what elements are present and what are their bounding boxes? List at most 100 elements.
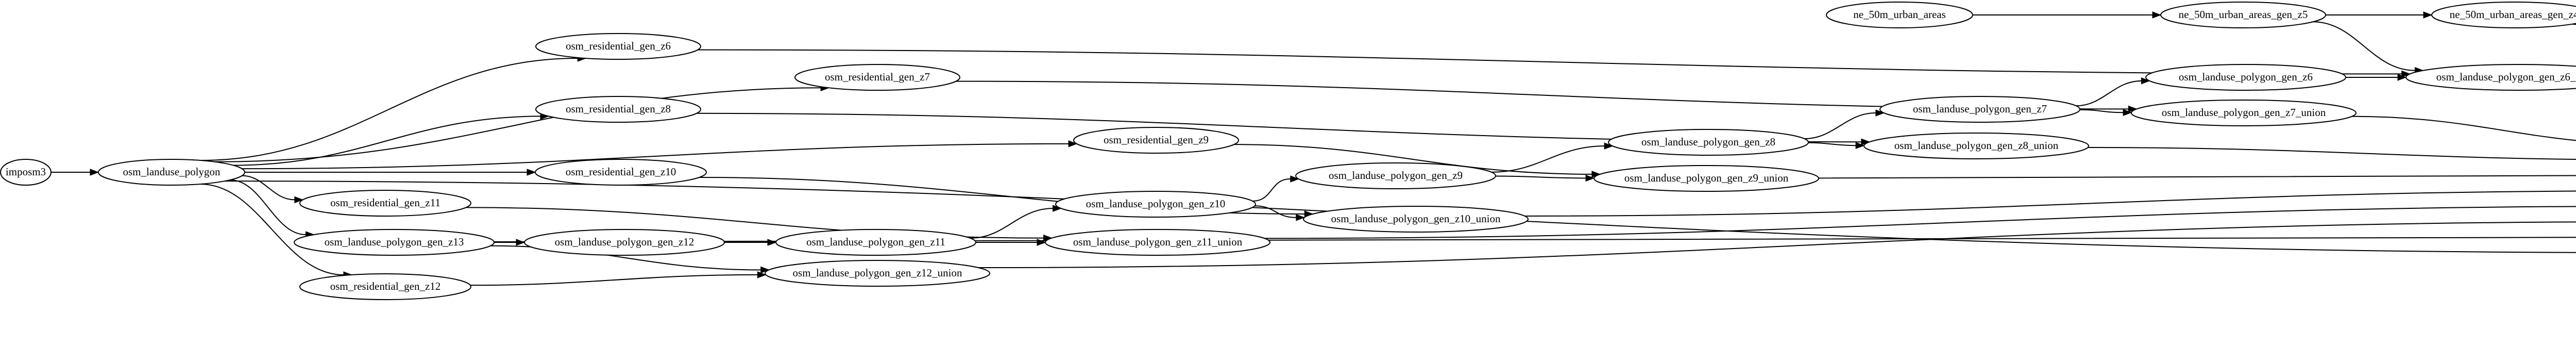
node-label-osm_landuse_polygon_gen_z10: osm_landuse_polygon_gen_z10 xyxy=(1086,198,1226,210)
node-shape-osm_landuse_polygon_gen_z8 xyxy=(1608,129,1809,156)
edge-arrowhead xyxy=(2401,70,2411,78)
node-shape-osm_landuse_polygon_gen_z9_union xyxy=(1594,165,1819,192)
edge-arrowhead xyxy=(516,239,526,246)
edge-osm_landuse_polygon_gen_z7-to-osm_landuse_polygon_gen_z6 xyxy=(2076,80,2142,107)
node-label-osm_landuse_polygon_gen_z11: osm_landuse_polygon_gen_z11 xyxy=(806,236,945,248)
edge-osm_landuse_polygon_gen_z11_union-to-layer_landuse.z11 xyxy=(1264,206,2576,239)
node-label-osm_landuse_polygon_gen_z9_union: osm_landuse_polygon_gen_z9_union xyxy=(1624,172,1789,184)
edge-arrowhead xyxy=(1296,214,1306,221)
node-label-osm_landuse_polygon_gen_z9: osm_landuse_polygon_gen_z9 xyxy=(1329,169,1463,182)
node-osm_residential_gen_z10[interactable]: osm_residential_gen_z10 xyxy=(535,159,707,186)
node-shape-osm_landuse_polygon xyxy=(98,159,245,186)
edge-ne_50m_urban_areas_gen_z5-to-osm_landuse_polygon_gen_z6_union xyxy=(2313,21,2415,71)
edge-osm_landuse_polygon-to-osm_residential_gen_z9 xyxy=(242,143,1069,170)
edge-osm_landuse_polygon_gen_z8-to-osm_landuse_polygon_gen_z7 xyxy=(1804,112,1876,139)
node-shape-osm_landuse_polygon_gen_z10 xyxy=(1055,191,1256,218)
node-shape-ne_50m_urban_areas xyxy=(1826,2,1973,28)
node-shape-osm_residential_gen_z11 xyxy=(299,190,471,217)
edge-arrowhead xyxy=(527,169,536,176)
node-label-ne_50m_urban_areas_gen_z4: ne_50m_urban_areas_gen_z4 xyxy=(2450,8,2576,21)
edge-arrowhead xyxy=(2423,11,2433,19)
node-shape-osm_residential_gen_z9 xyxy=(1073,127,1239,154)
edge-osm_landuse_polygon-to-osm_landuse_polygon_gen_z13 xyxy=(230,179,306,236)
node-osm_landuse_polygon_gen_z11_union[interactable]: osm_landuse_polygon_gen_z11_union xyxy=(1045,229,1270,256)
node-osm_landuse_polygon_gen_z6[interactable]: osm_landuse_polygon_gen_z6 xyxy=(2145,64,2346,91)
node-osm_residential_gen_z12[interactable]: osm_residential_gen_z12 xyxy=(299,273,471,300)
node-osm_landuse_polygon_gen_z6_union[interactable]: osm_landuse_polygon_gen_z6_union xyxy=(2405,64,2576,91)
edge-arrowhead xyxy=(294,196,304,204)
node-ne_50m_urban_areas_gen_z5[interactable]: ne_50m_urban_areas_gen_z5 xyxy=(2160,2,2326,28)
edge-osm_landuse_polygon-to-osm_residential_gen_z12 xyxy=(200,184,344,275)
node-shape-osm_landuse_polygon_gen_z11_union xyxy=(1045,229,1270,256)
node-osm_residential_gen_z9[interactable]: osm_residential_gen_z9 xyxy=(1073,127,1239,154)
node-label-osm_residential_gen_z10: osm_residential_gen_z10 xyxy=(566,166,676,178)
node-shape-osm_landuse_polygon_gen_z7_union xyxy=(2131,100,2357,126)
node-osm_landuse_polygon_gen_z8[interactable]: osm_landuse_polygon_gen_z8 xyxy=(1608,129,1809,156)
node-shape-osm_landuse_polygon_gen_z12_union xyxy=(765,260,990,287)
node-label-osm_landuse_polygon_gen_z6_union: osm_landuse_polygon_gen_z6_union xyxy=(2436,71,2576,83)
node-shape-osm_landuse_polygon_gen_z11 xyxy=(775,229,976,256)
node-shape-osm_landuse_polygon_gen_z8_union xyxy=(1863,133,2089,159)
node-shape-osm_landuse_polygon_gen_z9 xyxy=(1295,162,1496,189)
edge-osm_residential_gen_z6-to-osm_landuse_polygon_gen_z6_union xyxy=(698,49,2402,75)
node-label-osm_residential_gen_z7: osm_residential_gen_z7 xyxy=(825,71,930,83)
node-osm_landuse_polygon_gen_z10[interactable]: osm_landuse_polygon_gen_z10 xyxy=(1055,191,1256,218)
edge-osm_landuse_polygon_gen_z8-to-osm_landuse_polygon_gen_z8_union xyxy=(1808,142,1856,146)
node-label-osm_landuse_polygon_gen_z13: osm_landuse_polygon_gen_z13 xyxy=(325,236,464,248)
node-osm_landuse_polygon_gen_z7_union[interactable]: osm_landuse_polygon_gen_z7_union xyxy=(2131,100,2357,126)
edge-osm_landuse_polygon_gen_z9-to-osm_landuse_polygon_gen_z8 xyxy=(1491,145,1605,173)
node-label-osm_landuse_polygon_gen_z10_union: osm_landuse_polygon_gen_z10_union xyxy=(1331,212,1501,225)
node-osm_landuse_polygon_gen_z12[interactable]: osm_landuse_polygon_gen_z12 xyxy=(524,229,725,256)
node-osm_landuse_polygon_gen_z13[interactable]: osm_landuse_polygon_gen_z13 xyxy=(294,229,495,256)
node-osm_landuse_polygon_gen_z9[interactable]: osm_landuse_polygon_gen_z9 xyxy=(1295,162,1496,189)
node-shape-osm_landuse_polygon_gen_z7 xyxy=(1879,96,2080,123)
node-osm_landuse_polygon_gen_z12_union[interactable]: osm_landuse_polygon_gen_z12_union xyxy=(765,260,990,287)
node-shape-osm_landuse_polygon_gen_z13 xyxy=(294,229,495,256)
edge-osm_landuse_polygon-to-osm_residential_gen_z6 xyxy=(200,58,578,161)
node-osm_residential_gen_z7[interactable]: osm_residential_gen_z7 xyxy=(794,64,960,91)
node-shape-imposm3 xyxy=(0,159,52,186)
node-shape-osm_residential_gen_z6 xyxy=(535,33,701,60)
node-label-ne_50m_urban_areas: ne_50m_urban_areas xyxy=(1853,8,1946,21)
node-label-osm_residential_gen_z6: osm_residential_gen_z6 xyxy=(566,40,671,52)
node-osm_landuse_polygon_gen_z11[interactable]: osm_landuse_polygon_gen_z11 xyxy=(775,229,976,256)
edge-arrowhead xyxy=(1290,175,1300,183)
node-label-osm_residential_gen_z9: osm_residential_gen_z9 xyxy=(1104,134,1209,146)
node-label-osm_landuse_polygon_gen_z7: osm_landuse_polygon_gen_z7 xyxy=(1913,103,2047,115)
node-osm_landuse_polygon[interactable]: osm_landuse_polygon xyxy=(98,159,245,186)
nodes-layer: imposm3 osm_landuse_polygon osm_residentia… xyxy=(0,2,2576,300)
node-osm_landuse_polygon_gen_z8_union[interactable]: osm_landuse_polygon_gen_z8_union xyxy=(1863,133,2089,159)
node-label-osm_landuse_polygon_gen_z12: osm_landuse_polygon_gen_z12 xyxy=(555,236,694,248)
edge-arrowhead xyxy=(90,169,99,176)
edge-arrowhead xyxy=(1604,142,1614,150)
node-osm_landuse_polygon_gen_z10_union[interactable]: osm_landuse_polygon_gen_z10_union xyxy=(1303,206,1529,233)
node-osm_landuse_polygon_gen_z7[interactable]: osm_landuse_polygon_gen_z7 xyxy=(1879,96,2080,123)
edge-osm_landuse_polygon_gen_z11-to-osm_landuse_polygon_gen_z10 xyxy=(970,208,1053,239)
edge-osm_landuse_polygon_gen_z7-to-osm_landuse_polygon_gen_z7_union xyxy=(2079,109,2124,113)
node-label-osm_residential_gen_z12: osm_residential_gen_z12 xyxy=(330,280,441,292)
node-ne_50m_urban_areas_gen_z4[interactable]: ne_50m_urban_areas_gen_z4 xyxy=(2431,2,2576,28)
edge-osm_landuse_polygon_gen_z9-to-osm_landuse_polygon_gen_z9_union xyxy=(1495,175,1586,179)
node-shape-osm_residential_gen_z7 xyxy=(794,64,960,91)
edge-osm_landuse_polygon_gen_z7_union-to-layer_landuse.z7 xyxy=(2351,116,2576,141)
edge-osm_landuse_polygon-to-osm_residential_gen_z11 xyxy=(242,175,295,201)
node-osm_landuse_polygon_gen_z9_union[interactable]: osm_landuse_polygon_gen_z9_union xyxy=(1594,165,1819,192)
edge-arrowhead xyxy=(760,266,770,274)
node-shape-ne_50m_urban_areas_gen_z5 xyxy=(2160,2,2326,28)
node-osm_residential_gen_z6[interactable]: osm_residential_gen_z6 xyxy=(535,33,701,60)
edge-osm_landuse_polygon_gen_z10-to-osm_landuse_polygon_gen_z10_union xyxy=(1255,205,1296,218)
node-imposm3[interactable]: imposm3 xyxy=(0,159,52,186)
edge-arrowhead xyxy=(1855,142,1865,149)
node-ne_50m_urban_areas[interactable]: ne_50m_urban_areas xyxy=(1826,2,1973,28)
node-label-osm_residential_gen_z8: osm_residential_gen_z8 xyxy=(566,103,671,115)
node-shape-osm_landuse_polygon_gen_z12 xyxy=(524,229,725,256)
edge-arrowhead xyxy=(2123,109,2132,116)
node-label-imposm3: imposm3 xyxy=(6,166,46,178)
node-label-osm_landuse_polygon: osm_landuse_polygon xyxy=(123,166,221,178)
edge-osm_residential_gen_z9-to-osm_landuse_polygon_gen_z9_union xyxy=(1234,144,1592,175)
edge-arrowhead xyxy=(2152,11,2162,19)
node-osm_residential_gen_z11[interactable]: osm_residential_gen_z11 xyxy=(299,190,471,217)
node-osm_residential_gen_z8[interactable]: osm_residential_gen_z8 xyxy=(535,96,701,123)
